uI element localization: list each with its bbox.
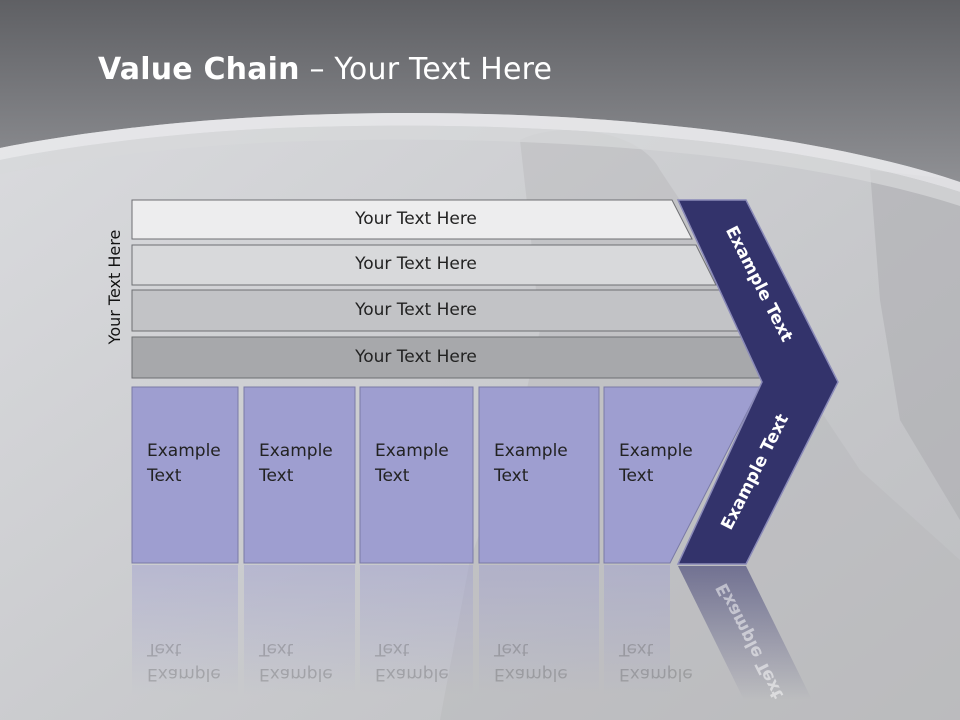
value-bar — [131, 244, 717, 286]
value-bar-label: Your Text Here — [355, 254, 477, 274]
value-bar-label: Your Text Here — [355, 208, 477, 229]
slide-title: Value Chain – Your Text Here — [98, 52, 552, 87]
activity-box-reflection — [132, 565, 238, 695]
activity-box-label-line2: Text — [494, 466, 529, 486]
value-bar-label: Your Text Here — [355, 346, 477, 367]
activity-box-label-line2: Text — [375, 466, 410, 486]
title-rest: – Your Text Here — [299, 52, 553, 87]
activity-box-label-line1: Example — [494, 441, 568, 461]
activity-box-label-line1: Example — [375, 441, 449, 461]
activity-box-label-line1: Example — [259, 441, 333, 461]
chevron-reflection — [678, 566, 812, 700]
activity-box — [359, 386, 474, 564]
activity-box-label-line2: Text — [259, 466, 294, 486]
header-arc-light — [0, 112, 960, 192]
reflection-group — [132, 565, 812, 700]
activity-box-label-line1: Example — [619, 441, 693, 461]
bars-layer — [131, 199, 765, 379]
activity-box — [603, 386, 761, 564]
activity-box-reflection — [479, 565, 599, 695]
activity-box — [243, 386, 356, 564]
activity-box-label-line2: Text — [147, 466, 182, 486]
activity-box — [131, 386, 239, 564]
activity-box-label-line2: Text — [619, 466, 654, 486]
side-label: Your Text Here — [105, 229, 124, 345]
header-arc-lower — [0, 125, 960, 206]
title-bold: Value Chain — [98, 52, 300, 87]
activity-box — [478, 386, 600, 564]
value-bar-label: Your Text Here — [355, 299, 477, 320]
activity-box-label-line1: Example — [147, 441, 221, 461]
activity-box-reflection — [244, 565, 355, 695]
boxes-layer — [131, 386, 761, 564]
header-band — [0, 0, 960, 182]
silhouette-shape-2 — [870, 170, 960, 520]
activity-box-reflection — [360, 565, 473, 695]
chevron-arrow — [676, 199, 839, 565]
value-bar — [131, 199, 693, 240]
activity-box-reflection — [604, 565, 670, 695]
